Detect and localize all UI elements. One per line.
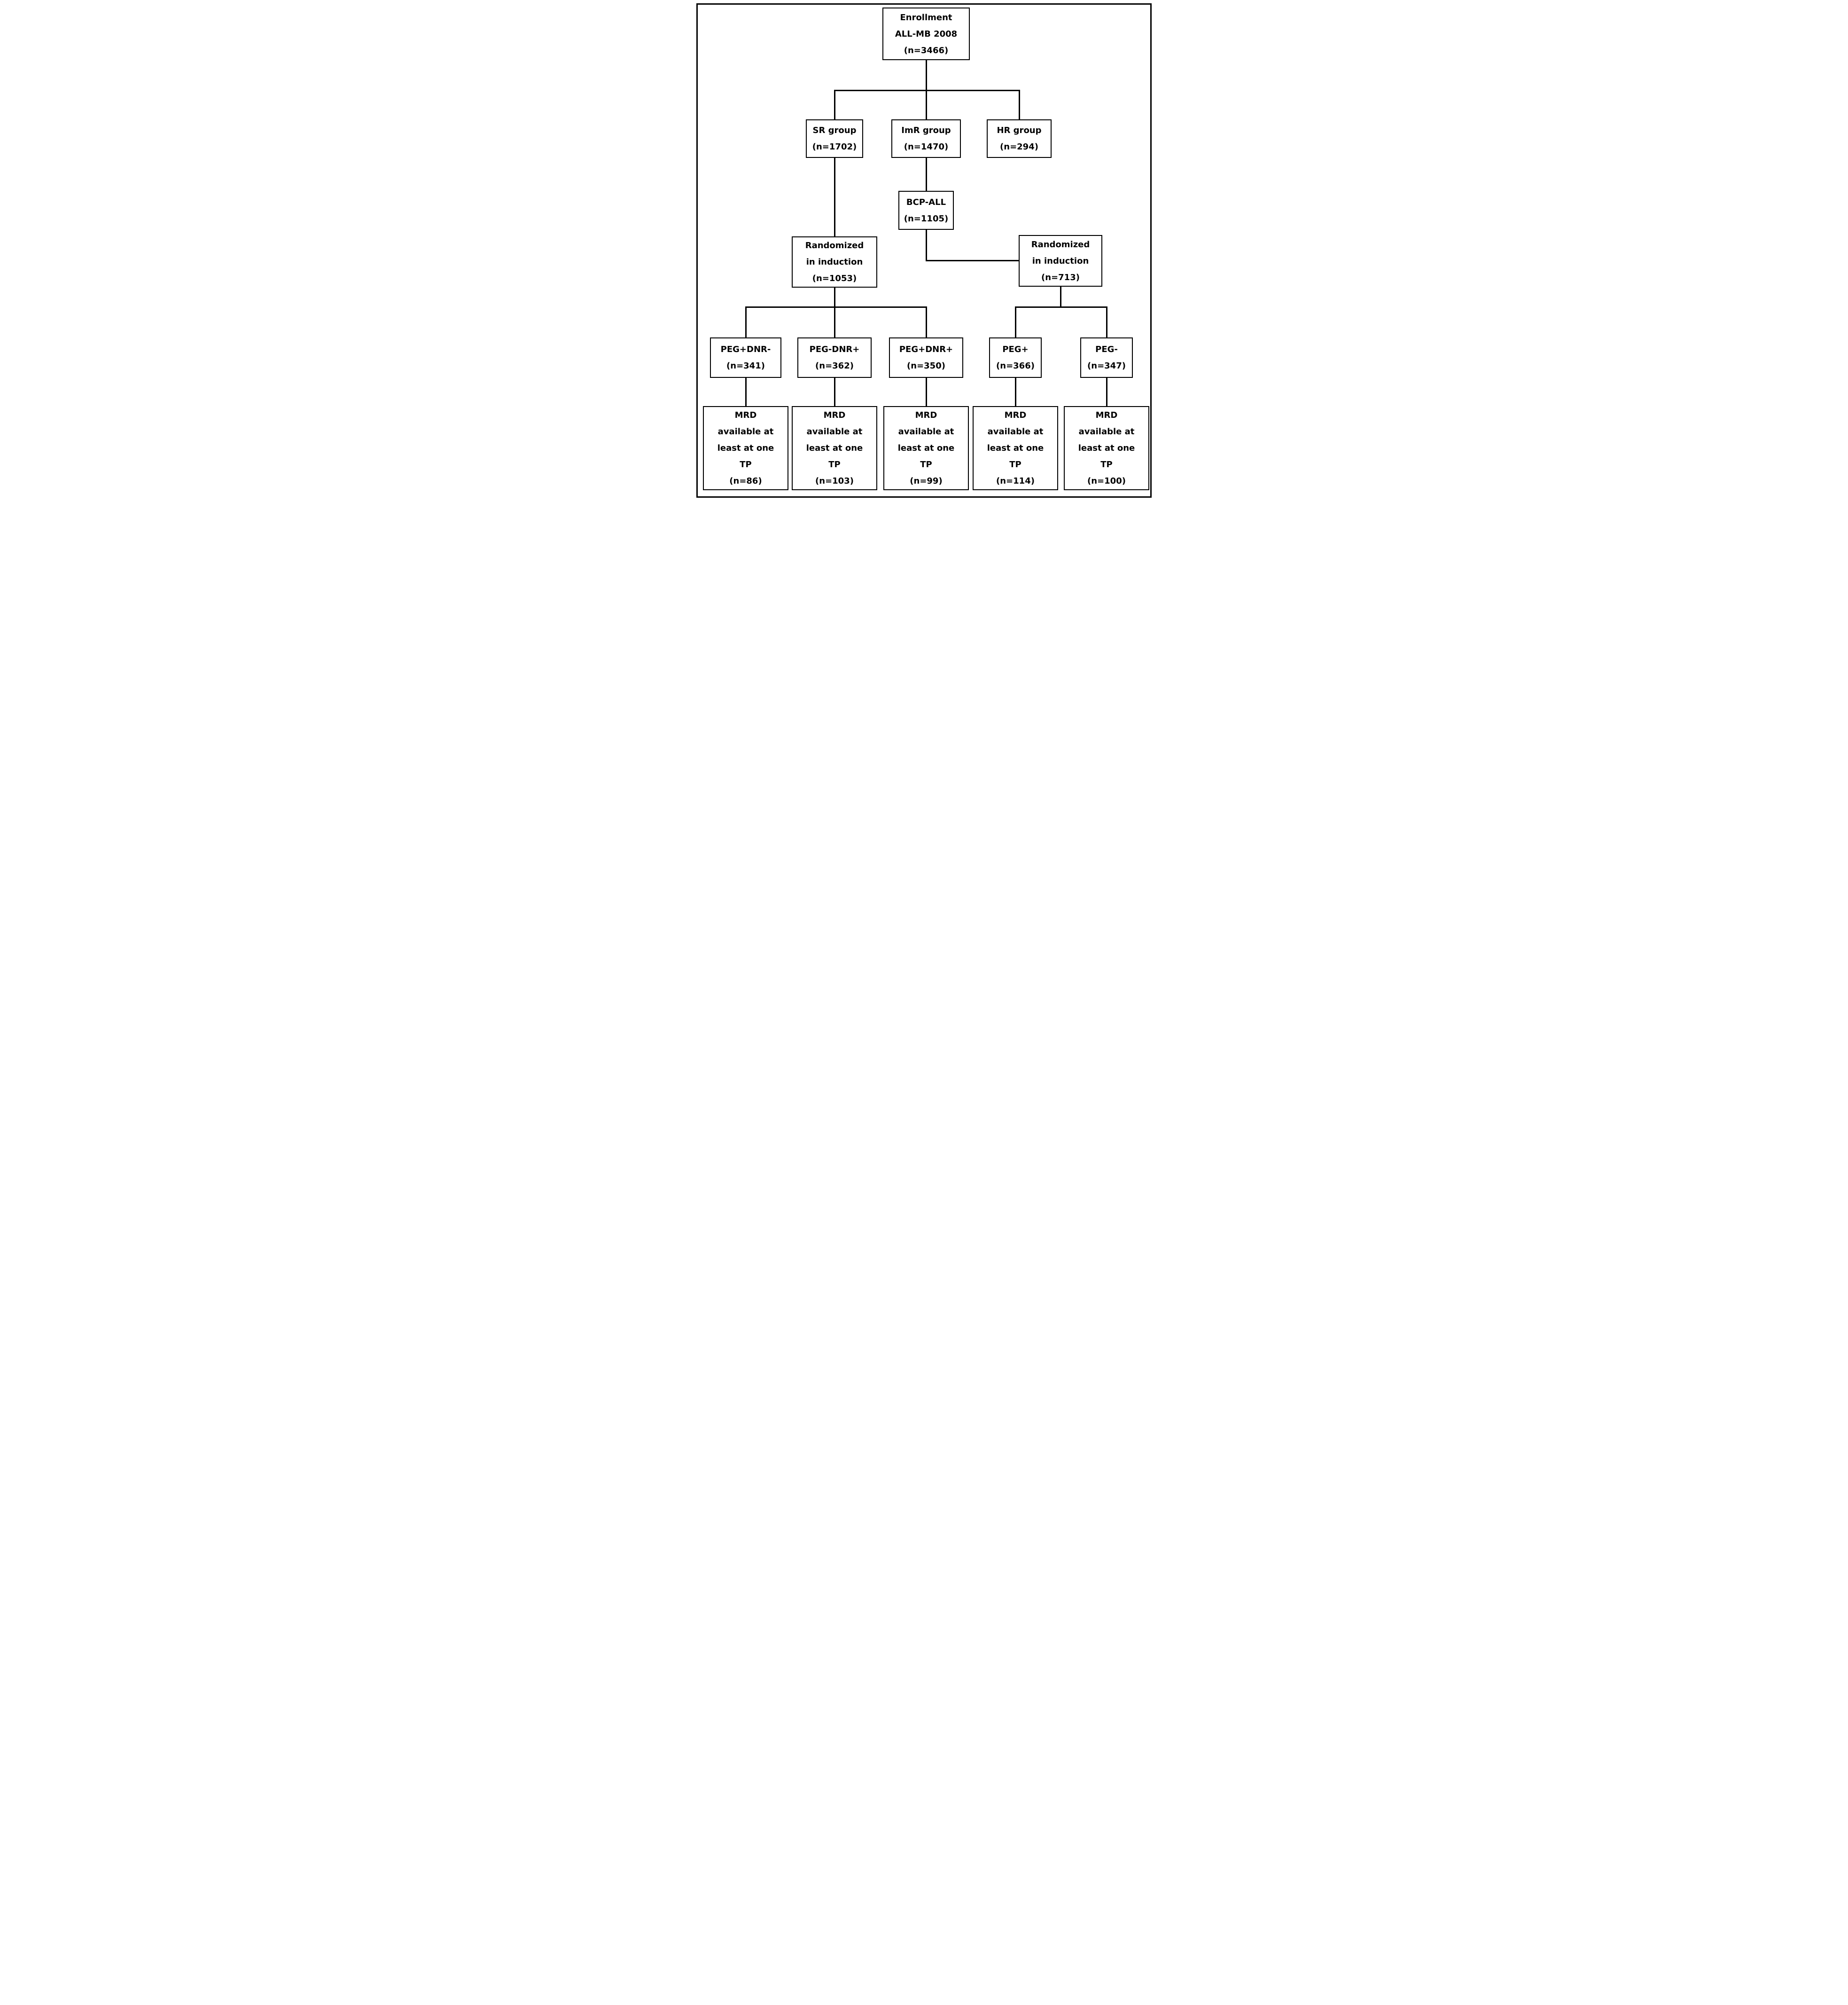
node-mrd-peg-pos: MRD available at least at one TP (n=114) [973,406,1058,490]
node-hr-group-label: HR group (n=294) [997,125,1042,152]
connector-drop-peg-neg [1106,306,1107,337]
node-peg-neg-dnr-pos: PEG-DNR+ (n=362) [797,337,872,378]
node-peg-pos-dnr-neg: PEG+DNR- (n=341) [710,337,781,378]
connector-drop-peg-pos-dnr-neg [745,306,747,337]
node-mrd-peg-pos-dnr-pos: MRD available at least at one TP (n=99) [883,406,969,490]
connector-peg-neg-dnr-pos-to-mrd [834,378,835,406]
connector-sr-arms-split [745,306,927,308]
connector-randomized-sr-down [834,288,835,337]
connector-drop-peg-pos-dnr-pos [925,306,927,337]
node-randomized-imr: Randomized in induction (n=713) [1019,235,1102,287]
node-randomized-sr: Randomized in induction (n=1053) [792,236,877,288]
connector-peg-neg-to-mrd [1106,378,1107,406]
node-mrd-peg-pos-dnr-neg-label: MRD available at least at one TP (n=86) [717,410,774,486]
node-mrd-peg-neg: MRD available at least at one TP (n=100) [1064,406,1149,490]
node-randomized-sr-label: Randomized in induction (n=1053) [805,241,864,283]
connector-drop-hr [1018,89,1020,119]
node-peg-pos-label: PEG+ (n=366) [996,345,1035,371]
node-peg-neg: PEG- (n=347) [1080,337,1133,378]
connector-imr-to-bcp [925,158,927,191]
node-hr-group: HR group (n=294) [987,119,1052,158]
connector-bcp-down [925,230,927,261]
node-peg-neg-label: PEG- (n=347) [1087,345,1126,371]
node-sr-group: SR group (n=1702) [806,119,863,158]
node-sr-group-label: SR group (n=1702) [812,125,857,152]
node-randomized-imr-label: Randomized in induction (n=713) [1031,239,1090,282]
node-peg-neg-dnr-pos-label: PEG-DNR+ (n=362) [809,345,860,371]
node-peg-pos-dnr-neg-label: PEG+DNR- (n=341) [720,345,771,371]
node-mrd-peg-neg-dnr-pos-label: MRD available at least at one TP (n=103) [806,410,863,486]
connector-sr-to-randomized [834,158,835,236]
node-bcp-all-label: BCP-ALL (n=1105) [904,197,949,224]
node-bcp-all: BCP-ALL (n=1105) [898,191,954,230]
node-peg-pos: PEG+ (n=366) [989,337,1042,378]
node-peg-pos-dnr-pos: PEG+DNR+ (n=350) [889,337,963,378]
figure-border [696,3,1152,498]
connector-bcp-to-randomized [925,259,1019,261]
node-mrd-peg-pos-dnr-neg: MRD available at least at one TP (n=86) [703,406,788,490]
connector-drop-peg-pos [1014,306,1016,337]
node-enrollment: Enrollment ALL-MB 2008 (n=3466) [882,8,970,60]
node-peg-pos-dnr-pos-label: PEG+DNR+ (n=350) [899,345,953,371]
node-mrd-peg-pos-label: MRD available at least at one TP (n=114) [987,410,1044,486]
connector-drop-sr [834,89,835,119]
node-imr-group-label: ImR group (n=1470) [901,125,951,152]
connector-peg-pos-to-mrd [1014,378,1016,406]
connector-peg-pos-dnr-pos-to-mrd [925,378,927,406]
node-enrollment-label: Enrollment ALL-MB 2008 (n=3466) [895,12,958,55]
connector-groups-split [834,89,1020,91]
flow-diagram: Enrollment ALL-MB 2008 (n=3466) SR group… [693,0,1155,501]
node-mrd-peg-neg-dnr-pos: MRD available at least at one TP (n=103) [792,406,877,490]
connector-randomized-imr-down [1060,287,1061,308]
node-imr-group: ImR group (n=1470) [891,119,961,158]
connector-imr-arms-split [1014,306,1107,308]
node-mrd-peg-pos-dnr-pos-label: MRD available at least at one TP (n=99) [897,410,955,486]
connector-peg-pos-dnr-neg-to-mrd [745,378,747,406]
node-mrd-peg-neg-label: MRD available at least at one TP (n=100) [1078,410,1135,486]
